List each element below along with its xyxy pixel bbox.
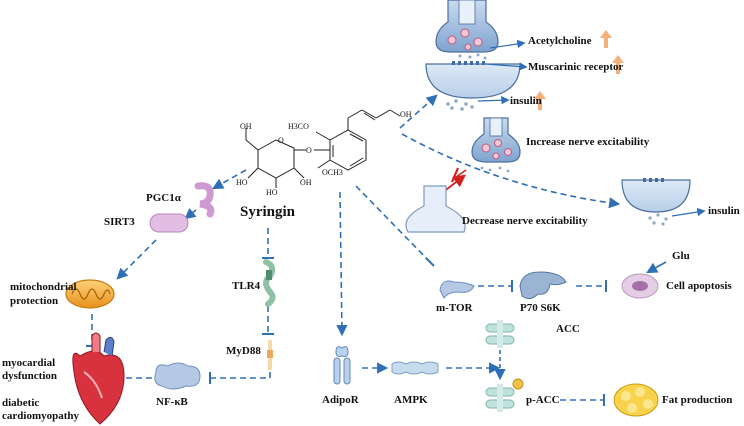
mtor-label: m-TOR (436, 302, 473, 314)
released-vesicles-icon (480, 166, 510, 173)
dysfunction-label: dysfunction (2, 370, 58, 382)
adipor-label: AdipoR (322, 394, 359, 406)
cell-apoptosis-label: Cell apoptosis (666, 280, 732, 292)
ring-oxygen-label: O (278, 136, 284, 145)
sugar-oh-right-label: OH (300, 178, 312, 187)
muscarinic-receptor-icon (425, 61, 521, 99)
myocardial-label: myocardial (2, 357, 56, 369)
up-arrow-icon (534, 91, 546, 110)
nfkb-protein-icon (154, 362, 201, 390)
arrow-sirt3-to-mito (116, 239, 157, 280)
myd88-adaptor-icon (267, 340, 273, 370)
fat-production-label: Fat production (662, 394, 733, 406)
pgc1a-label: PGC1α (146, 192, 181, 204)
arrow-to-insulin-2 (671, 207, 706, 217)
acc-protein-icon (485, 320, 515, 348)
fat-cell-icon (613, 383, 659, 417)
sirt3-protein-icon (149, 213, 189, 233)
decrease-excitability-label: Decrease nerve excitability (462, 215, 588, 227)
glycoside-oxygen-label: O (306, 146, 312, 155)
insulin-label-2: insulin (708, 205, 740, 217)
sugar-oh-mid-label: HO (266, 188, 278, 197)
presynaptic-neuron-icon (435, 0, 499, 53)
receptor-insulin-icon (621, 178, 691, 213)
line-syringin-to-mtor (355, 185, 431, 263)
inhibition-line-red (455, 169, 467, 178)
line-myd88-to-nfkb (210, 372, 271, 379)
acc-label: ACC (556, 323, 580, 335)
p70s6k-protein-icon (519, 271, 567, 300)
glu-label: Glu (672, 250, 690, 262)
insulin-granules-icon (446, 99, 474, 111)
heart-icon (72, 332, 125, 425)
methoxy-bottom-label: OCH3 (322, 168, 343, 177)
arrow-syringin-to-adipor (336, 191, 348, 337)
acetylcholine-label: Acetylcholine (528, 35, 592, 47)
flask-neuron-icon (405, 185, 466, 233)
sugar-ch2oh-label: OH (240, 122, 252, 131)
cardiomyopathy-label: cardiomyopathy (2, 410, 79, 422)
arrow-syringin-to-insulin-receptor (401, 133, 621, 209)
p70s6k-label: P70 S6K (520, 302, 561, 314)
arrow-to-insulin-1 (477, 96, 510, 105)
insulin-granules-icon (648, 213, 668, 226)
up-arrow-icon (600, 30, 612, 48)
myd88-label: MyD88 (226, 345, 261, 357)
p-acc-protein-icon (485, 378, 524, 412)
released-vesicles-icon (458, 53, 487, 60)
arrow-to-muscarinic (485, 62, 528, 71)
ampk-protein-icon (391, 361, 439, 375)
diabetic-label: diabetic (2, 397, 40, 409)
arrow-glu-to-apoptosis (646, 261, 667, 274)
ampk-label: AMPK (394, 394, 428, 406)
sugar-oh-left-label: HO (236, 178, 248, 187)
up-arrow-icon (612, 55, 624, 74)
tlr4-label: TLR4 (232, 280, 261, 292)
arrow-to-acetylcholine (489, 39, 526, 49)
syringin-molecule (245, 109, 401, 188)
protection-label: protection (10, 295, 59, 307)
nfkb-label: NF-κB (156, 396, 188, 408)
terminal-hydroxyl-label: OH (400, 110, 412, 119)
methoxy-top-label: H3CO (288, 122, 309, 131)
sirt3-label: SIRT3 (104, 216, 135, 228)
arrow-syringin-to-pgc1a (212, 169, 247, 190)
mitochondrial-label: mitochondrial (10, 281, 77, 293)
arrow-syringin-to-top (399, 94, 438, 129)
arrow-pgc1a-to-sirt3 (184, 208, 197, 220)
insulin-label-1: insulin (510, 95, 542, 107)
adipor-receptor-icon (333, 346, 351, 385)
muscarinic-receptor-label: Muscarinic receptor (528, 61, 624, 73)
cell-icon (621, 273, 659, 299)
excitatory-neuron-icon (471, 117, 521, 163)
syringin-label: Syringin (240, 204, 296, 220)
inhibition-bar-red (450, 167, 460, 183)
increase-excitability-label: Increase nerve excitability (526, 136, 650, 148)
mitochondria-icon (65, 279, 115, 309)
pgc1a-protein-icon (194, 182, 215, 218)
mtor-protein-icon (439, 280, 475, 299)
tlr4-receptor-icon (263, 259, 276, 307)
p-acc-label: p-ACC (526, 394, 560, 406)
